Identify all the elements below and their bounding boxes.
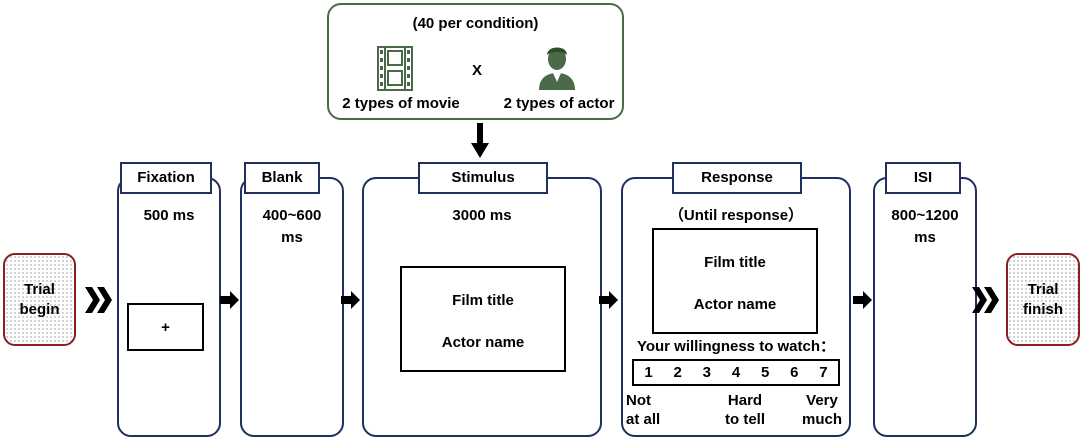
trial-finish-label: Trial finish xyxy=(1023,280,1063,318)
anchor-low: Not at all xyxy=(626,392,661,428)
rating-scale: 1 2 3 4 5 6 7 xyxy=(632,359,840,386)
fixation-cross: + xyxy=(161,318,170,336)
blank-tag: Blank xyxy=(244,162,320,194)
factor-movie-label: 2 types of movie xyxy=(342,95,460,112)
rating-option[interactable]: 7 xyxy=(819,364,828,381)
blank-panel xyxy=(240,177,344,437)
down-arrow-icon xyxy=(471,123,489,158)
film-strip-icon xyxy=(377,46,413,91)
stimulus-actor-name: Actor name xyxy=(441,334,525,351)
trial-begin-label: Trial begin xyxy=(19,280,60,318)
stimulus-film-title: Film title xyxy=(452,292,514,309)
response-question: Your willingness to watch： xyxy=(636,338,836,355)
trial-begin-box: Trial begin xyxy=(3,253,76,346)
rating-option[interactable]: 5 xyxy=(760,364,770,381)
right-arrow-icon xyxy=(220,291,239,309)
rating-option[interactable]: 2 xyxy=(673,364,682,381)
factor-box: (40 per condition) X 2 types of movie 2 … xyxy=(327,3,624,120)
blank-duration: 400~600 ms xyxy=(262,207,322,246)
right-arrow-icon xyxy=(853,291,872,309)
rating-option[interactable]: 3 xyxy=(702,364,712,381)
response-film-title: Film title xyxy=(704,254,766,271)
factor-heading: (40 per condition) xyxy=(412,15,539,32)
stimulus-duration: 3000 ms xyxy=(452,207,512,224)
isi-panel xyxy=(873,177,977,437)
isi-tag: ISI xyxy=(885,162,961,194)
response-duration: （Until response） xyxy=(668,207,804,224)
response-actor-name: Actor name xyxy=(693,296,777,313)
rating-option[interactable]: 6 xyxy=(790,364,799,381)
anchor-mid: Hard to tell xyxy=(725,392,765,428)
factor-actor-label: 2 types of actor xyxy=(503,95,615,112)
response-tag: Response xyxy=(672,162,802,194)
rating-option[interactable]: 4 xyxy=(731,364,741,381)
person-icon xyxy=(539,47,575,90)
fixation-screen: + xyxy=(127,303,204,351)
fixation-tag: Fixation xyxy=(120,162,212,194)
right-arrow-icon xyxy=(341,291,360,309)
stimulus-screen: Film title Actor name xyxy=(400,266,566,372)
isi-duration: 800~1200 ms xyxy=(891,207,959,246)
rating-option[interactable]: 1 xyxy=(644,364,653,381)
factor-times: X xyxy=(471,62,482,79)
fixation-duration: 500 ms xyxy=(143,207,195,224)
trial-finish-box: Trial finish xyxy=(1006,253,1080,346)
double-chevron-icon xyxy=(972,287,999,313)
right-arrow-icon xyxy=(599,291,618,309)
stimulus-tag: Stimulus xyxy=(418,162,548,194)
double-chevron-icon xyxy=(85,287,112,313)
response-screen: Film title Actor name xyxy=(652,228,818,334)
anchor-high: Very much xyxy=(801,392,842,428)
